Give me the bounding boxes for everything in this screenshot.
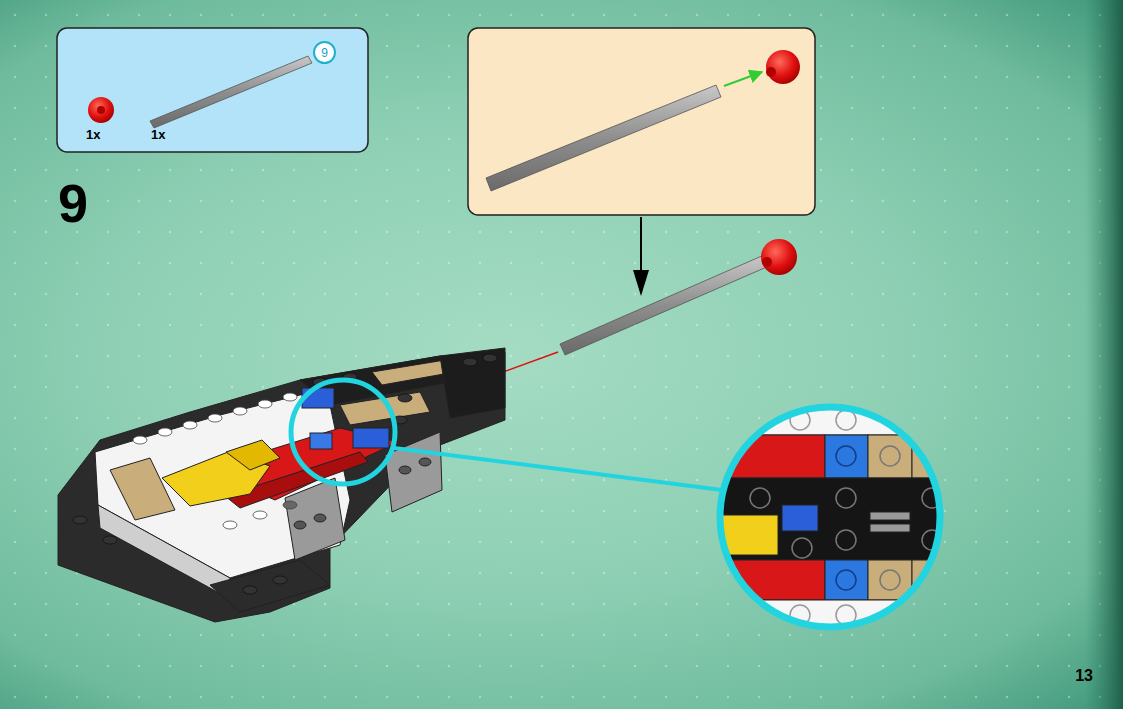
axle-with-ball	[462, 239, 797, 387]
polygon-shape	[285, 478, 345, 560]
circle-shape	[766, 50, 800, 84]
polygon-shape	[95, 390, 350, 578]
step-arrow	[633, 217, 649, 296]
rect-shape	[825, 435, 868, 478]
circle-shape	[97, 106, 105, 114]
rect-shape	[468, 28, 815, 215]
ellipse-shape	[233, 407, 247, 415]
page-number: 13	[1075, 668, 1093, 684]
ellipse-shape	[253, 511, 267, 519]
circle-shape	[761, 239, 797, 275]
ellipse-shape	[223, 521, 237, 529]
circle-shape	[836, 446, 856, 466]
circle-shape	[880, 570, 900, 590]
rect-shape	[825, 560, 868, 600]
circle-shape	[792, 538, 812, 558]
polygon-shape	[58, 352, 505, 622]
polygon-shape	[210, 560, 330, 612]
polygon-shape	[560, 255, 769, 355]
ellipse-shape	[314, 514, 326, 522]
ellipse-shape	[103, 536, 117, 544]
step-number: 9	[58, 176, 88, 230]
zoom-callout	[291, 380, 952, 630]
quantity-label: 1x	[151, 128, 165, 141]
ellipse-shape	[208, 414, 222, 422]
polygon-shape	[226, 440, 280, 470]
polygon-shape	[633, 270, 649, 296]
circle-shape	[750, 488, 770, 508]
ellipse-shape	[283, 501, 297, 509]
subassembly-callout	[468, 28, 815, 215]
model-dark-studs	[73, 354, 497, 594]
line-shape	[640, 217, 642, 278]
polygon-shape	[110, 458, 175, 520]
line-shape	[394, 448, 722, 490]
rect-shape	[870, 512, 910, 520]
rect-shape	[310, 433, 332, 449]
circle-shape	[766, 67, 776, 77]
ellipse-shape	[133, 436, 147, 444]
ellipse-shape	[273, 576, 287, 584]
model	[58, 348, 505, 622]
ellipse-shape	[258, 400, 272, 408]
circle-shape	[720, 407, 940, 627]
quantity-label: 1x	[86, 128, 100, 141]
ellipse-shape	[399, 466, 411, 474]
ellipse-shape	[158, 428, 172, 436]
ellipse-shape	[483, 354, 497, 362]
circle-shape	[762, 257, 772, 267]
ellipse-shape	[73, 516, 87, 524]
polygon-shape	[340, 392, 430, 425]
length-indicator: 9	[313, 41, 336, 64]
rect-shape	[353, 428, 389, 448]
callout-number: 9	[321, 47, 328, 59]
circle-shape	[836, 530, 856, 550]
circle-shape	[291, 380, 395, 484]
circle-shape	[836, 570, 856, 590]
ellipse-shape	[294, 521, 306, 529]
polygon-shape	[150, 56, 312, 128]
rect-shape	[782, 505, 818, 531]
edge-shade	[1085, 0, 1123, 709]
circle-shape	[836, 488, 856, 508]
ellipse-shape	[183, 421, 197, 429]
circle-shape	[88, 97, 114, 123]
model-studs	[133, 393, 297, 529]
g-shape	[718, 405, 952, 630]
polygon-shape	[486, 85, 721, 191]
circle-shape	[880, 446, 900, 466]
ellipse-shape	[243, 586, 257, 594]
parts-callout	[57, 28, 368, 152]
ellipse-shape	[419, 458, 431, 466]
rect-shape	[870, 524, 910, 532]
ellipse-shape	[463, 358, 477, 366]
ellipse-shape	[398, 394, 412, 402]
rect-shape	[57, 28, 368, 152]
rect-shape	[718, 478, 952, 560]
parts-box: 1x 1x 9	[57, 28, 368, 152]
line-shape	[724, 72, 762, 86]
polygon-shape	[440, 348, 505, 418]
ellipse-shape	[283, 393, 297, 401]
